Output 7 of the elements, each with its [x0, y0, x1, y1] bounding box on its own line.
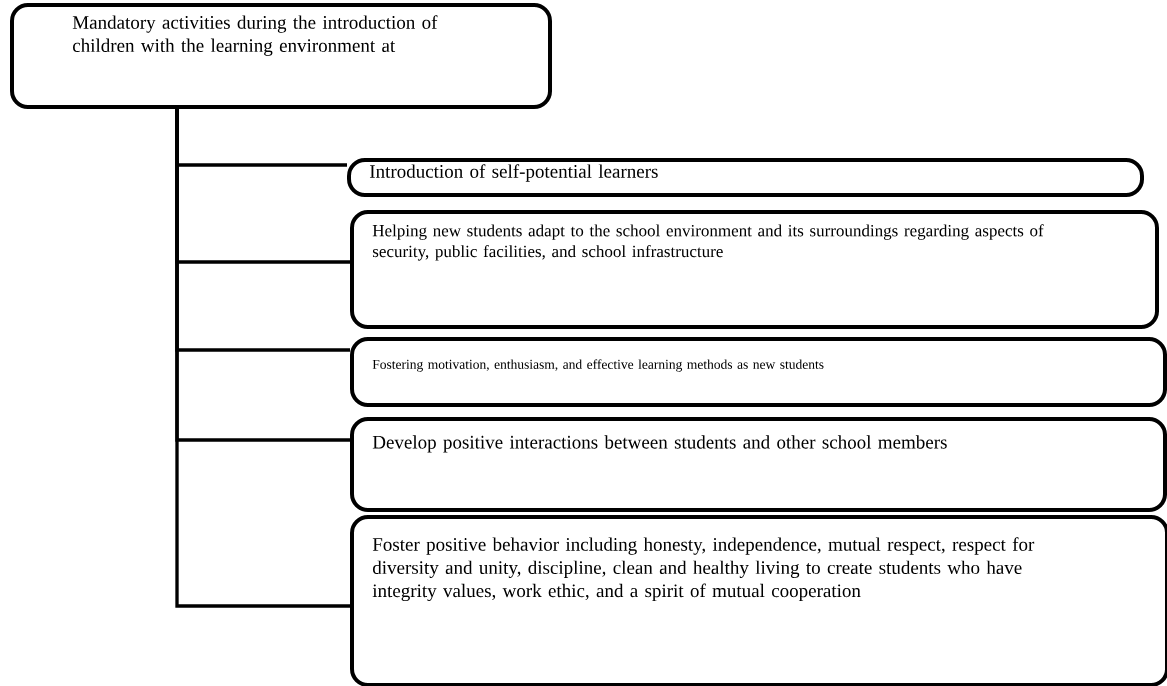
text-box: Helping new students adapt to the school environment and its surroundings regarding aspects of security, public facilities, and school infrastructure [350, 210, 1159, 329]
connector-line [175, 109, 350, 608]
text-box: Introduction of self-potential learners [347, 158, 1144, 197]
text-box: Develop positive interactions between students and other school members [350, 417, 1167, 512]
text-box: Foster positive behavior including honesty, independence, mutual respect, respect for diversity and unity, discipline, clean and healthy living to create students who have integrity values, work ethic, and a spirit of mutual cooperation [350, 515, 1167, 686]
text-box: Fostering motivation, enthusiasm, and effective learning methods as new students [350, 337, 1167, 407]
text-box: Mandatory activities during the introduction of children with the learning environment at [10, 3, 552, 109]
